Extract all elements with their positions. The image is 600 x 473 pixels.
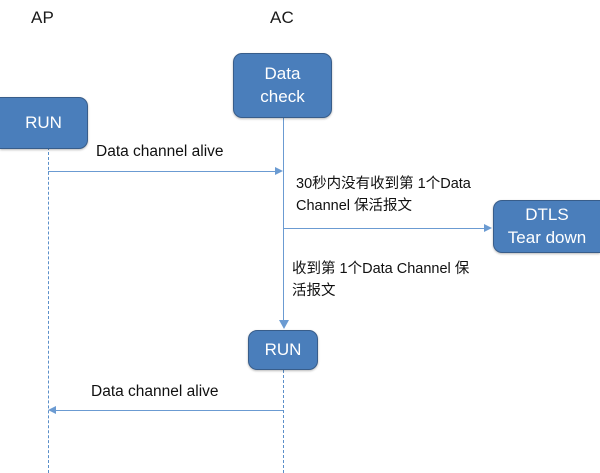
message-line-ap-to-ac [48,171,276,172]
message-line-ac-to-dtls [284,228,485,229]
message-label-data-channel-alive-1: Data channel alive [96,143,224,160]
actor-label-ap: AP [31,8,55,27]
lifeline-ac-idle [283,370,284,473]
state-box-ac-run[interactable]: RUN [248,330,318,370]
actor-label-ac: AC [270,8,295,27]
state-box-data-check-label-1: Data [264,64,301,84]
message-arrowhead-ap-to-ac [275,167,283,175]
message-arrowhead-ac-to-dtls [484,224,492,232]
lifeline-ac-active [283,117,284,321]
note-timeout-line-1: 30秒内没有收到第 1个Data [296,176,471,192]
note-timeout-line-2: Channel 保活报文 [296,197,413,214]
state-box-ap-run-label: RUN [25,112,62,132]
message-line-ac-to-ap [56,410,283,411]
state-box-data-check-label-2: check [260,86,305,106]
note-received-line-2: 活报文 [292,282,336,299]
lifeline-ac-arrowhead [279,320,289,329]
lifeline-ap [48,147,49,473]
note-timeout: 30秒内没有收到第 1个Data Channel 保活报文 [296,174,471,218]
state-box-dtls-label-1: DTLS [525,205,569,225]
note-received: 收到第 1个Data Channel 保 活报文 [292,259,469,303]
state-box-data-check[interactable]: Data check [233,53,332,118]
message-label-data-channel-alive-2: Data channel alive [91,383,219,400]
state-box-ap-run[interactable]: RUN [0,97,88,149]
note-received-line-1: 收到第 1个Data Channel 保 [292,261,470,277]
message-arrowhead-ac-to-ap [48,406,56,414]
state-box-dtls-tear-down[interactable]: DTLS Tear down [493,200,600,253]
state-box-ac-run-label: RUN [264,339,302,359]
state-box-dtls-label-2: Tear down [507,227,587,247]
